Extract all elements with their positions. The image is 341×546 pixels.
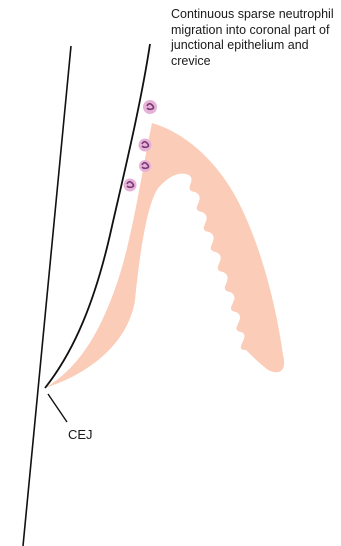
junctional-epithelium [45,123,284,388]
cej-label: CEJ [68,427,93,442]
neutrophil-cell [139,160,151,172]
neutrophil-cell [143,100,157,114]
neutrophil-migration-annotation: Continuous sparse neutrophil migration i… [171,7,339,69]
neutrophil-cell [139,139,152,152]
root-surface-line [23,46,71,546]
cej-pointer-line [48,394,67,422]
neutrophil-cell [124,179,137,192]
